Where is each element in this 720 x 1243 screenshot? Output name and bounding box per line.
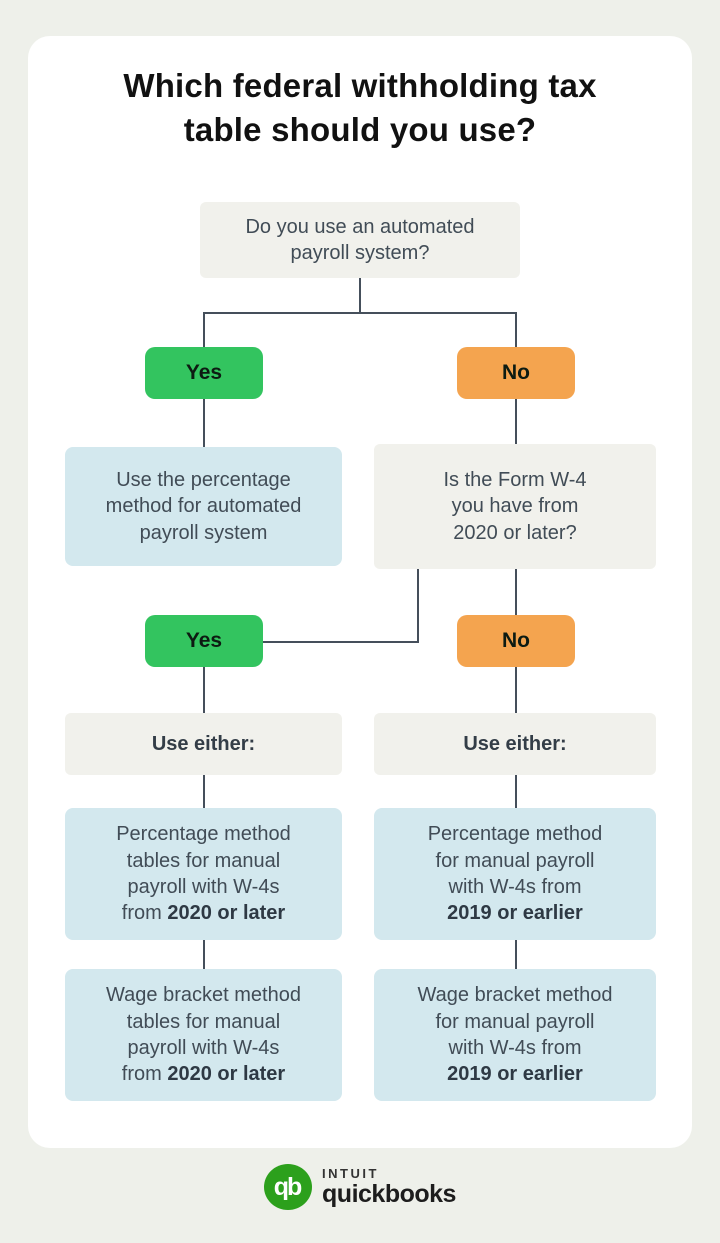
use-either-right-label: Use either:: [374, 713, 656, 775]
connector-q2-to-yes2-elbow: [262, 569, 419, 643]
connector-right-percentage-down: [514, 940, 517, 969]
connector-left-percentage-down: [202, 940, 205, 969]
connector-left-use-either-down: [202, 775, 205, 809]
brand-footer: qb INTUIT quickbooks: [0, 1164, 720, 1210]
quickbooks-logo-icon: qb: [264, 1164, 313, 1210]
no-button-branch1: No: [457, 347, 575, 399]
yes-button-branch2: Yes: [145, 615, 263, 667]
connector-q1-down: [358, 278, 361, 314]
connector-yes2-down: [202, 667, 205, 714]
use-either-left-label: Use either:: [65, 713, 342, 775]
intuit-wordmark: INTUIT: [322, 1165, 379, 1181]
connector-branch1-horizontal: [202, 312, 517, 314]
no-button-branch2: No: [457, 615, 575, 667]
connector-right-use-either-down: [514, 775, 517, 809]
yes-button-branch1: Yes: [145, 347, 263, 399]
quickbooks-wordmark: quickbooks: [322, 1179, 456, 1208]
